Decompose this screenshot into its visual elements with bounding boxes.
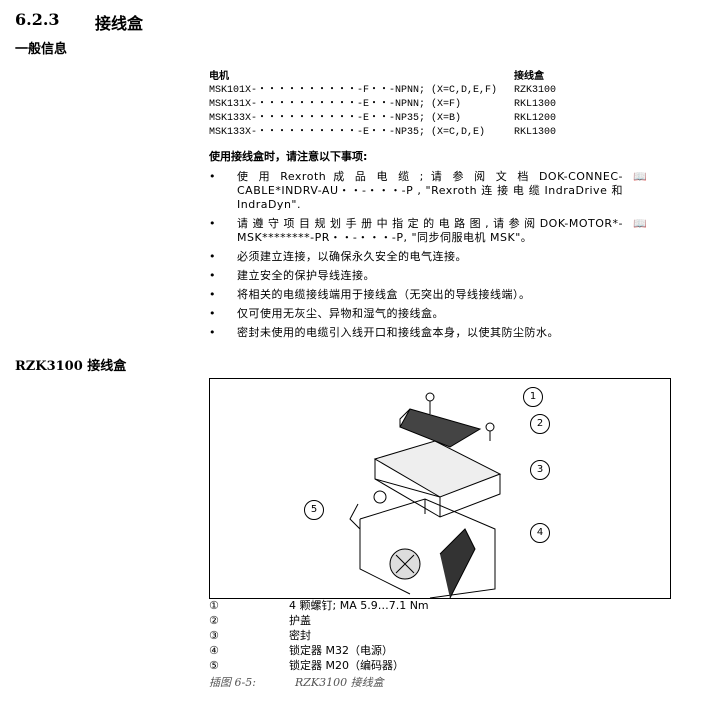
cell: MSK101X-・・・・・・・・・・-F・・-NPNN; (X=C,D,E,F) <box>209 85 498 96</box>
list-item: • 仅可使用无灰尘、异物和湿气的接线盒。 <box>209 307 645 321</box>
subtitle: 一般信息 <box>15 42 68 57</box>
book-icon: 📖 <box>633 170 647 183</box>
legend-text: 密封 <box>289 629 311 642</box>
legend-num: ⑤ <box>209 659 219 672</box>
bullet: • <box>209 170 216 183</box>
legend-num: ④ <box>209 644 219 657</box>
caption-label: 插图 6-5: <box>209 676 256 689</box>
list-item: • 请 遵 守 项 目 规 划 手 册 中 指 定 的 电 路 图 , 请 参 阅… <box>209 217 647 245</box>
callout-3: 3 <box>530 460 550 480</box>
cell: RKL1300 <box>514 99 557 110</box>
callout-4: 4 <box>530 523 550 543</box>
header-motor: 电机 <box>209 71 229 82</box>
bullet-list: • 使 用 Rexroth 成 品 电 缆 ; 请 参 阅 文 档 DOK-CON… <box>209 170 647 345</box>
callout-2: 2 <box>530 414 550 434</box>
callout-1: 1 <box>523 387 543 407</box>
book-icon: 📖 <box>633 217 647 230</box>
bullet-text: 建立安全的保护导线连接。 <box>237 269 375 282</box>
junction-box-figure: 1 2 3 4 5 <box>209 378 671 599</box>
figure-heading: RZK3100 接线盒 <box>15 359 127 374</box>
table-row: MSK101X-・・・・・・・・・・-F・・-NPNN; (X=C,D,E,F)… <box>209 84 569 98</box>
bullet: • <box>209 250 216 263</box>
figure-caption: 插图 6-5: RZK3100 接线盒 <box>209 674 384 690</box>
list-item: • 将相关的电缆接线端用于接线盒（无突出的导线接线端）。 <box>209 288 645 302</box>
legend-num: ① <box>209 599 219 612</box>
bullet: • <box>209 326 216 339</box>
cell: RKL1300 <box>514 127 557 138</box>
bullet-text: 请 遵 守 项 目 规 划 手 册 中 指 定 的 电 路 图 , 请 参 阅 … <box>237 217 623 244</box>
list-item: • 密封未使用的电缆引入线开口和接线盒本身，以使其防尘防水。 <box>209 326 645 340</box>
table-row: MSK133X-・・・・・・・・・・-E・・-NP35; (X=C,D,E) RK… <box>209 126 569 140</box>
section-number: 6.2.3 <box>15 10 60 29</box>
bullet-text: 将相关的电缆接线端用于接线盒（无突出的导线接线端）。 <box>237 288 531 301</box>
list-item: • 建立安全的保护导线连接。 <box>209 269 645 283</box>
legend-num: ② <box>209 614 219 627</box>
legend-item: ③ 密封 <box>209 628 429 643</box>
bullet: • <box>209 269 216 282</box>
bullet-text: 密封未使用的电缆引入线开口和接线盒本身，以使其防尘防水。 <box>237 326 559 339</box>
list-item: • 必须建立连接，以确保永久安全的电气连接。 <box>209 250 645 264</box>
table-row: MSK133X-・・・・・・・・・・-E・・-NP35; (X=B) RKL120… <box>209 112 569 126</box>
legend-text: 护盖 <box>289 614 311 627</box>
caption-text: RZK3100 接线盒 <box>295 676 384 689</box>
notes-title: 使用接线盒时，请注意以下事项: <box>209 150 368 163</box>
cell: MSK131X-・・・・・・・・・・-E・・-NPNN; (X=F) <box>209 99 462 110</box>
header-box: 接线盒 <box>514 71 544 82</box>
figure-legend: ① 4 颗螺钉; MA 5.9…7.1 Nm ② 护盖 ③ 密封 ④ 锁定器 M32（电… <box>209 598 429 673</box>
legend-item: ④ 锁定器 M32（电源） <box>209 643 429 658</box>
cell: RZK3100 <box>514 85 557 96</box>
cell: RKL1200 <box>514 113 557 124</box>
legend-text: 4 颗螺钉; MA 5.9…7.1 Nm <box>289 599 429 612</box>
bullet: • <box>209 307 216 320</box>
legend-num: ③ <box>209 629 219 642</box>
bullet-text: 仅可使用无灰尘、异物和湿气的接线盒。 <box>237 307 444 320</box>
legend-item: ① 4 颗螺钉; MA 5.9…7.1 Nm <box>209 598 429 613</box>
bullet: • <box>209 217 216 230</box>
bullet: • <box>209 288 216 301</box>
list-item: • 使 用 Rexroth 成 品 电 缆 ; 请 参 阅 文 档 DOK-CON… <box>209 170 647 212</box>
legend-item: ⑤ 锁定器 M20（编码器） <box>209 658 429 673</box>
cell: MSK133X-・・・・・・・・・・-E・・-NP35; (X=C,D,E) <box>209 127 486 138</box>
section-title: 接线盒 <box>95 14 144 33</box>
bullet-text: 使 用 Rexroth 成 品 电 缆 ; 请 参 阅 文 档 DOK-CONN… <box>237 170 623 211</box>
table-row: MSK131X-・・・・・・・・・・-E・・-NPNN; (X=F) RKL130… <box>209 98 569 112</box>
callout-5: 5 <box>304 500 324 520</box>
bullet-text: 必须建立连接，以确保永久安全的电气连接。 <box>237 250 467 263</box>
legend-item: ② 护盖 <box>209 613 429 628</box>
cell: MSK133X-・・・・・・・・・・-E・・-NP35; (X=B) <box>209 113 462 124</box>
legend-text: 锁定器 M32（电源） <box>289 644 393 657</box>
junction-box-drawing <box>349 392 502 599</box>
motor-table: 电机 接线盒 MSK101X-・・・・・・・・・・-F・・-NPNN; (X=C,… <box>209 70 569 140</box>
legend-text: 锁定器 M20（编码器） <box>289 659 404 672</box>
